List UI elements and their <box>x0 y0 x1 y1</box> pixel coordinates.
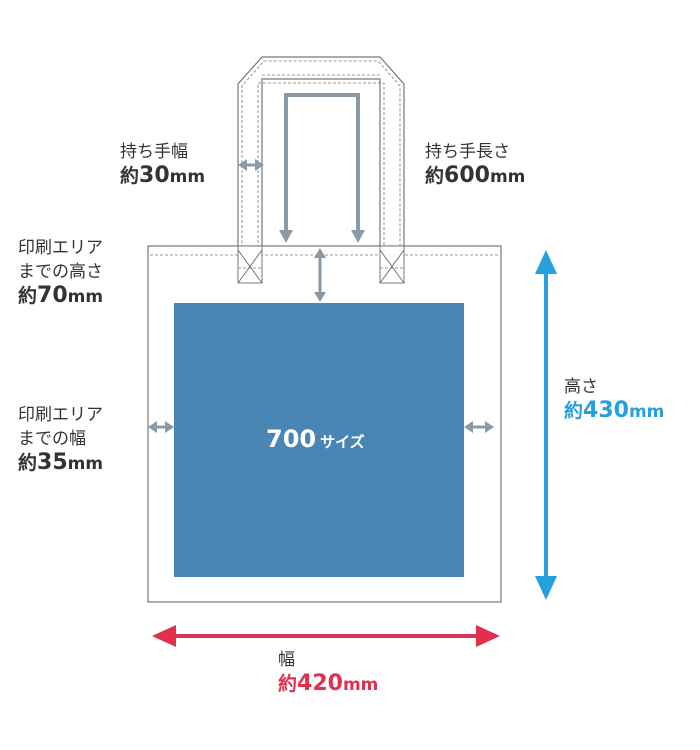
height-unit: mm <box>628 402 665 422</box>
print-top-prefix: 約 <box>18 285 38 307</box>
handle-width-prefix: 約 <box>120 165 140 187</box>
print-side-label: 印刷エリア までの幅 約35mm <box>18 403 103 476</box>
handle-length-arrowhead-left <box>279 230 293 243</box>
print-area-unit: サイズ <box>320 433 365 451</box>
print-top-unit: mm <box>67 287 104 307</box>
print-side-unit: mm <box>67 454 104 474</box>
handle-length-label: 持ち手長さ 約600mm <box>425 140 525 189</box>
print-area-size: 700 <box>266 425 317 453</box>
handle-width-label: 持ち手幅 約30mm <box>120 140 205 189</box>
print-side-line2: までの幅 <box>18 429 86 449</box>
print-side-line1: 印刷エリア <box>18 405 103 425</box>
handle-attachment-left <box>237 245 263 284</box>
height-label: 高さ 約430mm <box>564 375 664 424</box>
print-side-prefix: 約 <box>18 452 38 474</box>
print-side-value: 35 <box>37 450 68 475</box>
print-top-line1: 印刷エリア <box>18 238 103 258</box>
handle-width-unit: mm <box>169 167 206 187</box>
width-unit: mm <box>342 675 379 695</box>
width-label: 幅 約420mm <box>278 648 378 697</box>
handle-width-arrow <box>238 159 264 171</box>
handle-attachment-right <box>379 245 405 284</box>
handle-width-title: 持ち手幅 <box>120 142 188 162</box>
height-value: 430 <box>583 398 629 423</box>
handle-length-title: 持ち手長さ <box>425 142 510 162</box>
print-area <box>174 303 464 577</box>
handle-length-prefix: 約 <box>425 165 445 187</box>
handle-width-value: 30 <box>139 163 170 188</box>
height-arrow <box>535 250 557 600</box>
print-top-label: 印刷エリア までの高さ 約70mm <box>18 236 103 309</box>
width-title: 幅 <box>278 650 295 670</box>
width-value: 420 <box>297 671 343 696</box>
handle-length-unit: mm <box>489 167 526 187</box>
handle-length-arrowhead-right <box>351 230 365 243</box>
print-top-arrow <box>314 248 326 302</box>
print-side-arrow-right <box>464 421 494 433</box>
width-prefix: 約 <box>278 673 298 695</box>
height-prefix: 約 <box>564 400 584 422</box>
height-title: 高さ <box>564 377 598 397</box>
print-top-value: 70 <box>37 283 68 308</box>
handle-length-arrow <box>284 93 360 232</box>
width-arrow <box>152 625 500 647</box>
handle-length-value: 600 <box>444 163 490 188</box>
print-side-arrow-left <box>148 421 174 433</box>
print-top-line2: までの高さ <box>18 262 103 282</box>
